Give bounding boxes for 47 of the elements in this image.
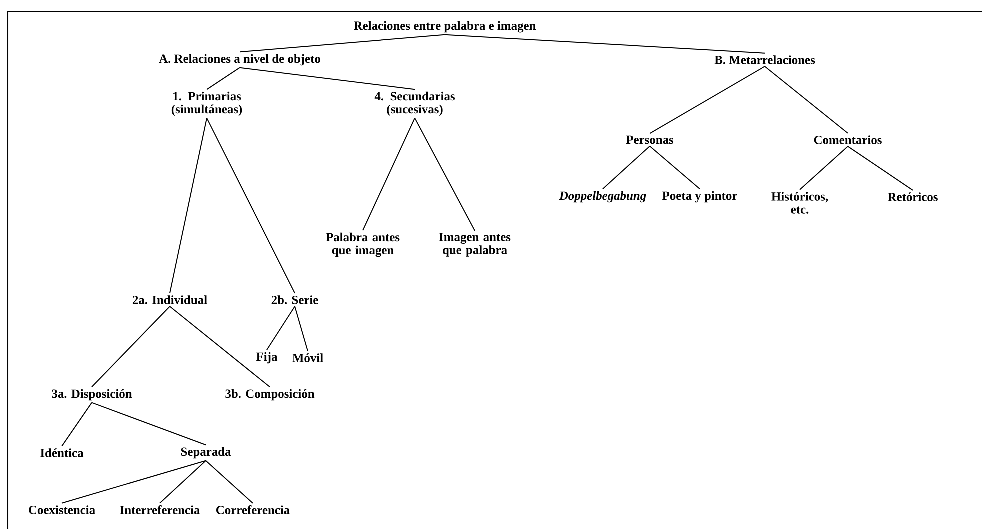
tree-label: 3a. Disposición <box>52 389 132 401</box>
tree-line <box>160 460 206 504</box>
tree-label: Coexistencia <box>29 506 96 514</box>
tree-label: 2a. Individual <box>132 296 208 304</box>
tree-line <box>206 67 240 90</box>
tree-label: Relaciones entre palabra e imagen <box>354 21 536 33</box>
tree-label: Idéntica <box>40 448 84 458</box>
tree-line <box>62 460 206 504</box>
tree-line <box>170 306 270 388</box>
tree-label: Doppelbegabung <box>559 191 646 203</box>
tree-label: Correferencia <box>216 506 290 514</box>
tree-label: 1. Primarias (simultáneas) <box>172 92 242 116</box>
tree-line <box>444 34 766 54</box>
tree-line <box>92 402 206 446</box>
tree-label: Separada <box>181 447 232 459</box>
tree-line <box>206 118 296 294</box>
tree-line <box>800 146 848 190</box>
tree-line <box>92 306 170 388</box>
tree-label: Móvil <box>292 354 324 362</box>
tree-label: 4. Secundarias (sucesivas) <box>374 92 455 116</box>
tree-label: A. Relaciones a nivel de objeto <box>159 54 320 66</box>
tree-label: Interreferencia <box>120 506 200 514</box>
tree-line <box>170 118 208 294</box>
tree-line <box>650 146 700 190</box>
tree-label: Palabra antes que imagen <box>326 232 400 258</box>
tree-line <box>650 66 766 134</box>
tree-label: Personas <box>626 136 674 144</box>
tree-line <box>294 306 308 352</box>
tree-label: Retóricos <box>888 192 938 202</box>
tree-label: B. Metarrelaciones <box>714 56 816 64</box>
tree-label: Imagen antes que palabra <box>439 233 511 257</box>
tree-line <box>848 146 914 191</box>
tree-line <box>240 34 446 53</box>
tree-line <box>764 66 848 134</box>
tree-line <box>266 306 296 351</box>
tree-line <box>602 146 650 190</box>
tree-label: Fija <box>256 352 278 364</box>
tree-line <box>362 118 416 232</box>
tree-label: Comentarios <box>814 136 882 144</box>
tree-line <box>414 118 476 232</box>
tree-line <box>240 67 416 90</box>
tree-label: Poeta y pintor <box>662 191 738 203</box>
tree-line <box>206 460 254 504</box>
tree-label: Históricos, etc. <box>772 192 828 214</box>
tree-label: 3b. Composición <box>226 389 315 401</box>
tree-line <box>62 402 92 447</box>
tree-label: 2b. Serie <box>272 296 318 304</box>
